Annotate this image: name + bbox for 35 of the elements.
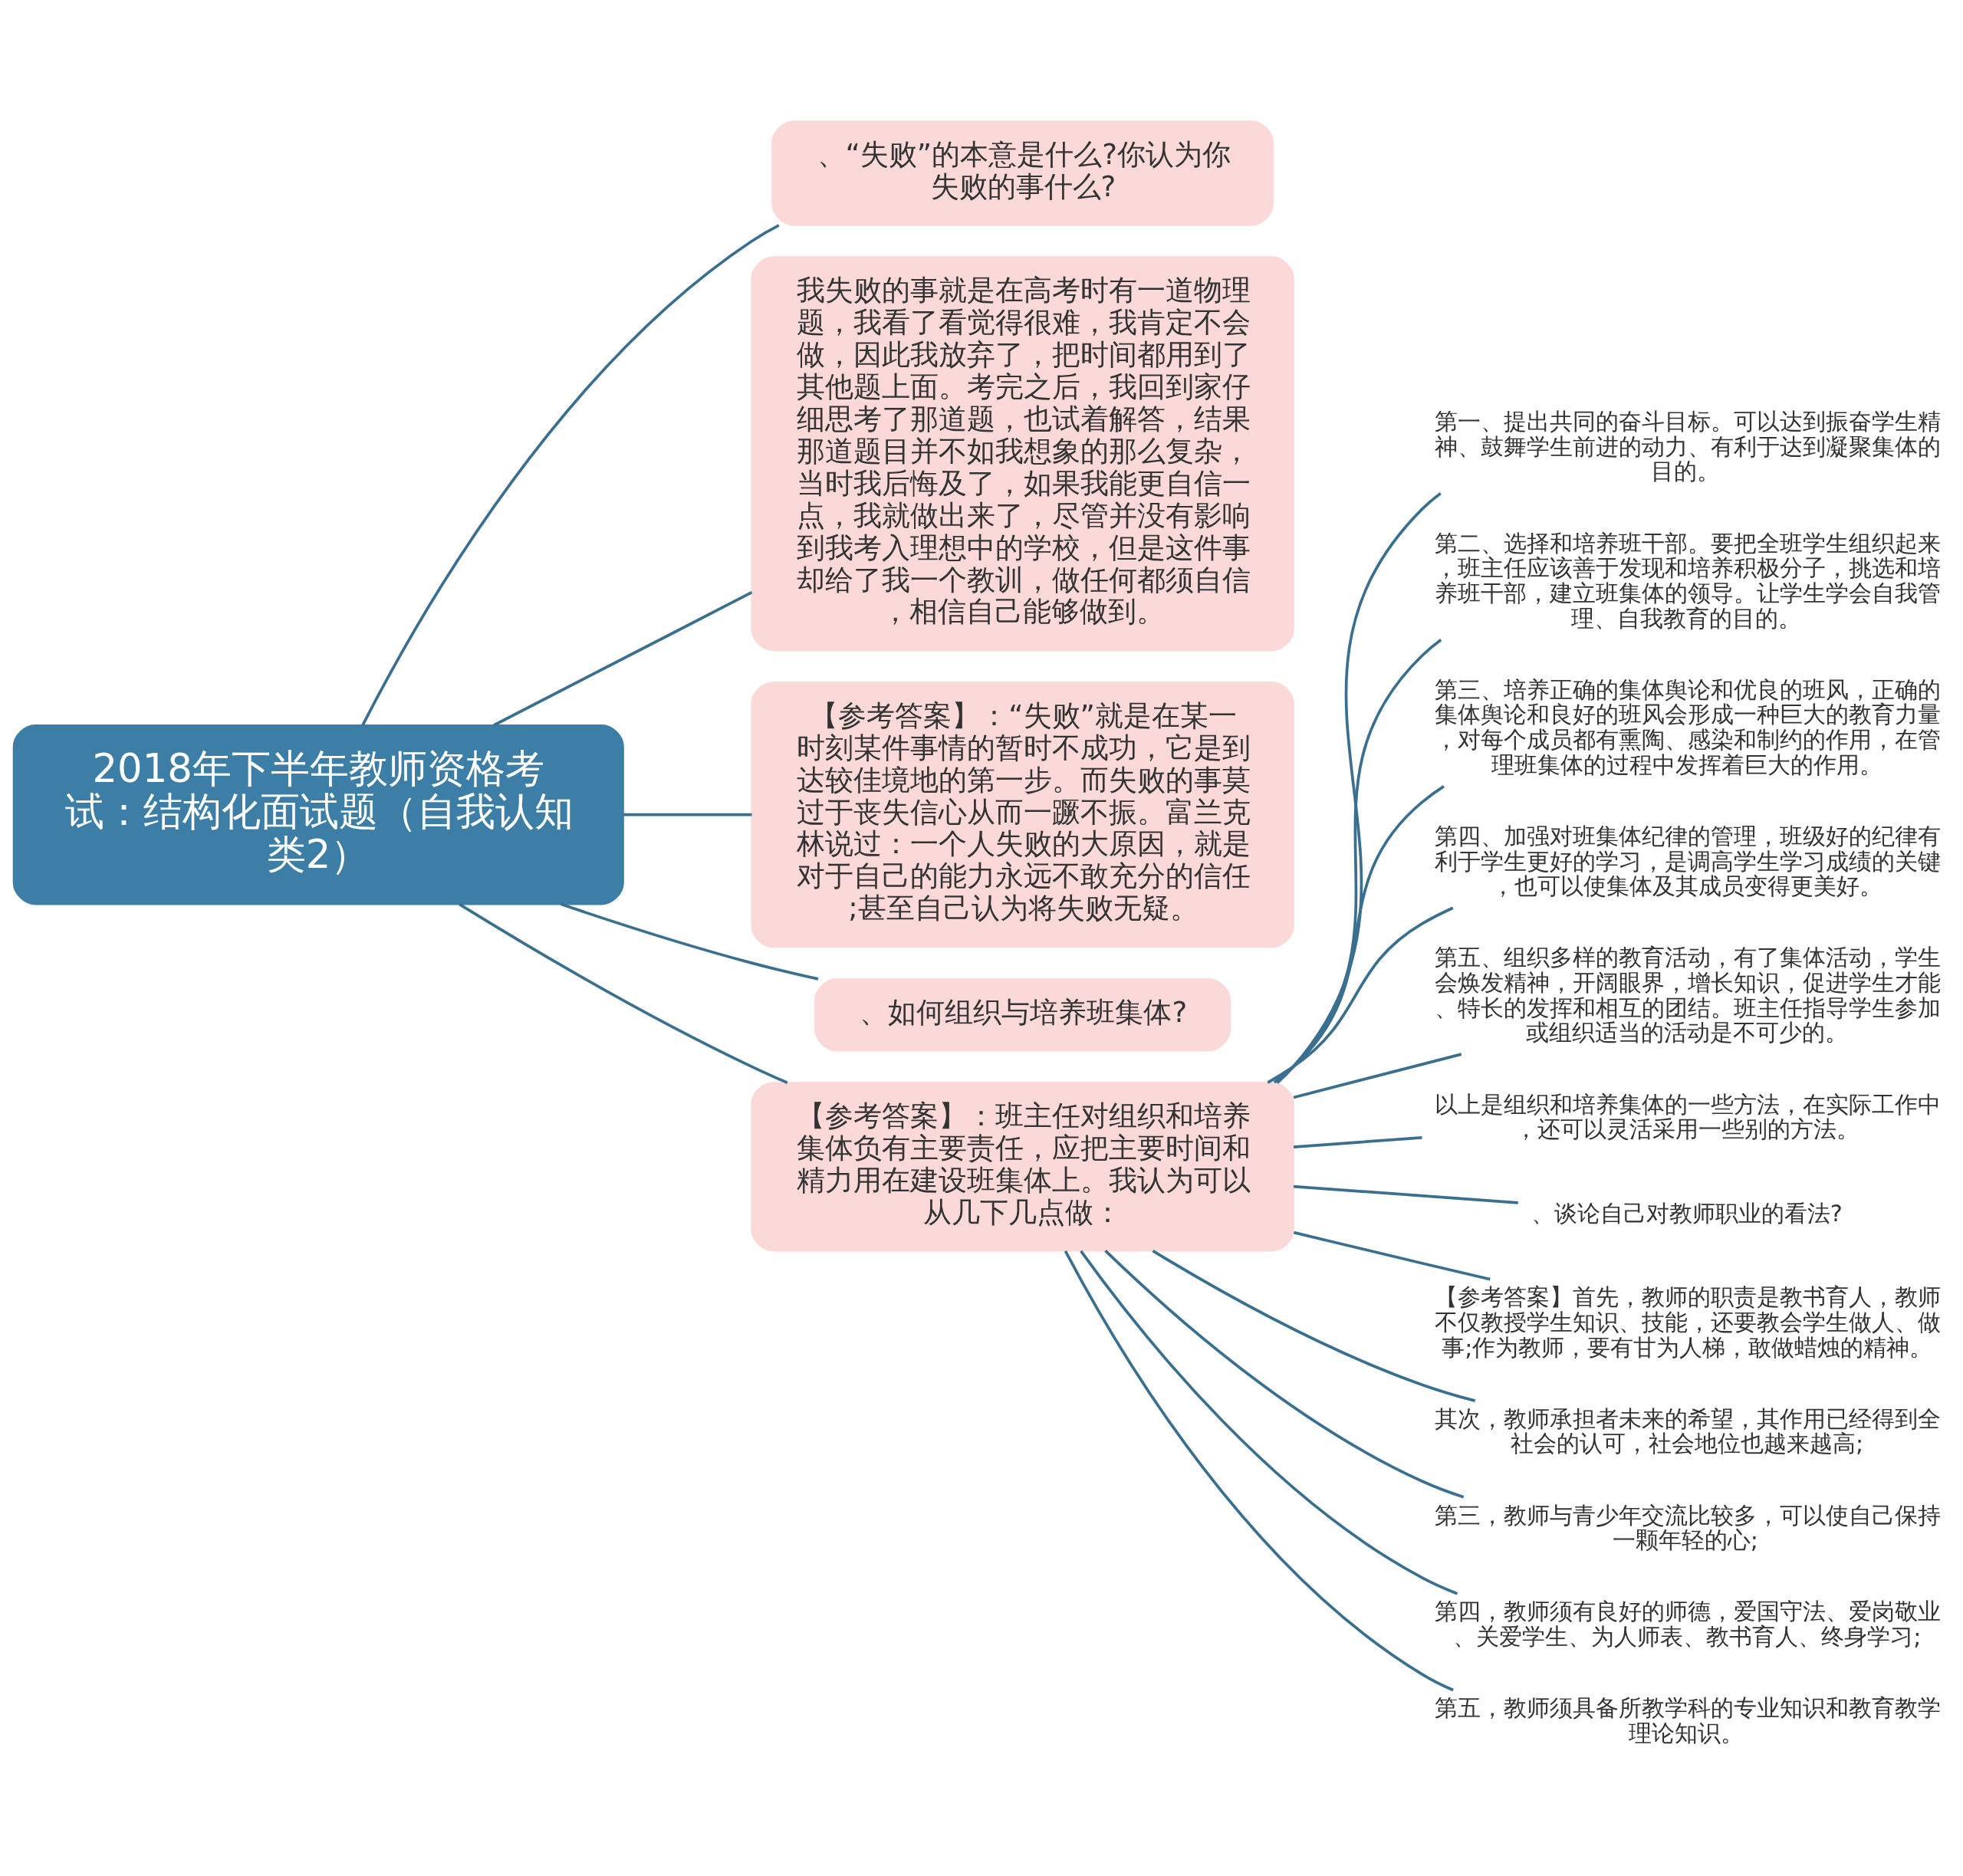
connector <box>1080 1250 1458 1595</box>
connector <box>1293 1230 1491 1281</box>
connector <box>1276 491 1442 1084</box>
connector <box>1293 1053 1462 1099</box>
connector <box>1267 906 1454 1084</box>
node-text: 第五、组织多样的教育活动，有了集体活动，学生会焕发精神，开阔眼界，增长知识，促进学生才能、特长的发挥和相互的团结。班主任指导学生参加或组织适当的活动是不可少的。 <box>1434 944 1941 1046</box>
connector <box>623 813 752 816</box>
node-text: 第一、提出共同的奋斗目标。可以达到振奋学生精神、鼓舞学生前进的动力、有利于达到凝聚集体的目的。 <box>1434 408 1941 485</box>
node-text: 、谈论自己对教师职业的看法? <box>1531 1199 1843 1227</box>
node-box: 2018年下半年教师资格考试：结构化面试题（自我认知类2） <box>12 724 624 905</box>
node-box: 、“失败”的本意是什么?你认为你失败的事什么? <box>771 120 1274 226</box>
node-text: 第四，教师须有良好的师德，爱国守法、爱岗敬业、关爱学生、为人师表、教书育人、终身学习; <box>1434 1598 1941 1651</box>
connector <box>459 902 788 1084</box>
node-box: 我失败的事就是在高考时有一道物理题，我看了看觉得很难，我肯定不会做，因此我放弃了，把时间都用到了其他题上面。考完之后，我回到家仔细思考了那道题，也试着解答，结果那道题目并不如我想象的那么复杂，当时我后悔及了，如果我能更自信一点，我就做出来了，尽管并没有影响到我考入理想中的学校，但是这件事却给了我一个教训，做任何都须自信，相信自己能够做到。 <box>751 256 1294 652</box>
node-box: 【参考答案】：班主任对组织和培养集体负有主要责任，应把主要时间和精力用在建设班集体上。我认为可以从几下几点做： <box>751 1082 1294 1252</box>
node-text: 第三、培养正确的集体舆论和优良的班风，正确的集体舆论和良好的班风会形成一种巨大的教育力量，对每个成员都有熏陶、感染和制约的作用，在管理班集体的过程中发挥着巨大的作用。 <box>1434 675 1941 778</box>
connector <box>1104 1250 1465 1499</box>
connector <box>1293 1136 1422 1148</box>
node-box: 、如何组织与培养班集体? <box>814 977 1231 1052</box>
connector <box>361 224 780 726</box>
node-box: 【参考答案】：“失败”就是在某一时刻某件事情的暂时不成功，它是到达较佳境地的第一步。而失败的事莫过于丧失信心从而一蹶不振。富兰克林说过：一个人失败的大原因，就是对于自己的能力永远不敢充分的信任;甚至自己认为将失败无疑。 <box>751 682 1294 948</box>
node-text: 其次，教师承担者未来的希望，其作用已经得到全社会的认可，社会地位也越来越高; <box>1434 1405 1941 1457</box>
node-text: 第三，教师与青少年交流比较多，可以使自己保持一颗年轻的心; <box>1434 1501 1941 1554</box>
node-text: 第五，教师须具备所教学科的专业知识和教育教学理论知识。 <box>1434 1694 1941 1746</box>
connector <box>493 591 753 727</box>
node-text: 以上是组织和培养集体的一些方法，在实际工作中，还可以灵活采用一些别的方法。 <box>1434 1090 1941 1143</box>
connector <box>1293 1184 1518 1204</box>
connector <box>1064 1250 1454 1692</box>
node-text: 第二、选择和培养班干部。要把全班学生组织起来，班主任应该善于发现和培养积极分子，挑选和培养班干部，建立班集体的领导。让学生学会自我管理、自我教育的目的。 <box>1434 529 1941 632</box>
connector <box>1152 1250 1476 1402</box>
connector <box>560 902 819 981</box>
node-text: 【参考答案】首先，教师的职责是教书育人，教师不仅教授学生知识、技能，还要教会学生做人、做事;作为教师，要有甘为人梯，敢做蜡烛的精神。 <box>1434 1283 1941 1361</box>
connector <box>1275 638 1442 1084</box>
connector <box>1273 785 1445 1084</box>
node-text: 第四、加强对班集体纪律的管理，班级好的纪律有利于学生更好的学习，是调高学生学习成绩的关键，也可以使集体及其成员变得更美好。 <box>1434 822 1941 900</box>
